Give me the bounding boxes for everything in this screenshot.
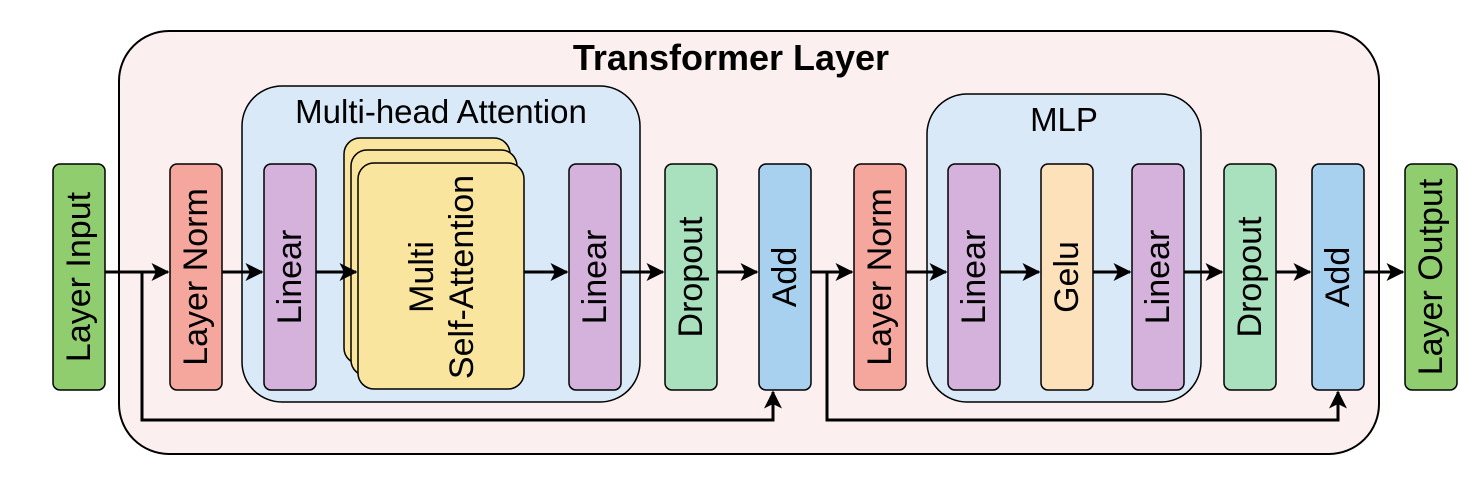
residual-connection-2 bbox=[825, 272, 1347, 422]
layer-norm-2-label: Layer Norm bbox=[861, 188, 899, 366]
linear-1-block bbox=[263, 163, 317, 391]
diagram-title: Transformer Layer bbox=[573, 37, 889, 78]
layer-norm-1-block bbox=[169, 163, 223, 391]
self-attention-label-line2: Self-Attention bbox=[443, 175, 481, 379]
layer-output-block bbox=[1404, 163, 1458, 391]
attention-group-label: Multi-head Attention bbox=[295, 93, 587, 130]
layer-norm-2-block bbox=[853, 163, 907, 391]
self-attention-label-line1: Multi bbox=[403, 241, 441, 313]
dropout-2-label: Dropout bbox=[1231, 216, 1269, 338]
linear-1-label: Linear bbox=[271, 230, 309, 325]
dropout-1-block bbox=[664, 163, 718, 391]
add-1-label: Add bbox=[766, 247, 804, 308]
gelu-block bbox=[1040, 163, 1094, 391]
add-2-block bbox=[1311, 163, 1365, 391]
layer-norm-1-label: Layer Norm bbox=[177, 188, 215, 366]
layer-input-label: Layer Input bbox=[60, 191, 98, 362]
linear-2-label: Linear bbox=[576, 230, 614, 325]
residual-connection-1 bbox=[140, 272, 782, 422]
linear-4-label: Linear bbox=[1139, 230, 1177, 325]
layer-output-label: Layer Output bbox=[1412, 178, 1450, 375]
linear-3-label: Linear bbox=[955, 230, 993, 325]
layer-input-block bbox=[52, 163, 106, 391]
gelu-label: Gelu bbox=[1048, 241, 1086, 313]
add-1-block bbox=[758, 163, 812, 391]
linear-2-block bbox=[568, 163, 622, 391]
linear-4-block bbox=[1131, 163, 1185, 391]
dropout-2-block bbox=[1223, 163, 1277, 391]
self-attention-block bbox=[357, 162, 525, 390]
dropout-1-label: Dropout bbox=[672, 216, 710, 338]
linear-3-block bbox=[947, 163, 1001, 391]
mlp-group-label: MLP bbox=[1030, 101, 1098, 138]
add-2-label: Add bbox=[1319, 247, 1357, 308]
